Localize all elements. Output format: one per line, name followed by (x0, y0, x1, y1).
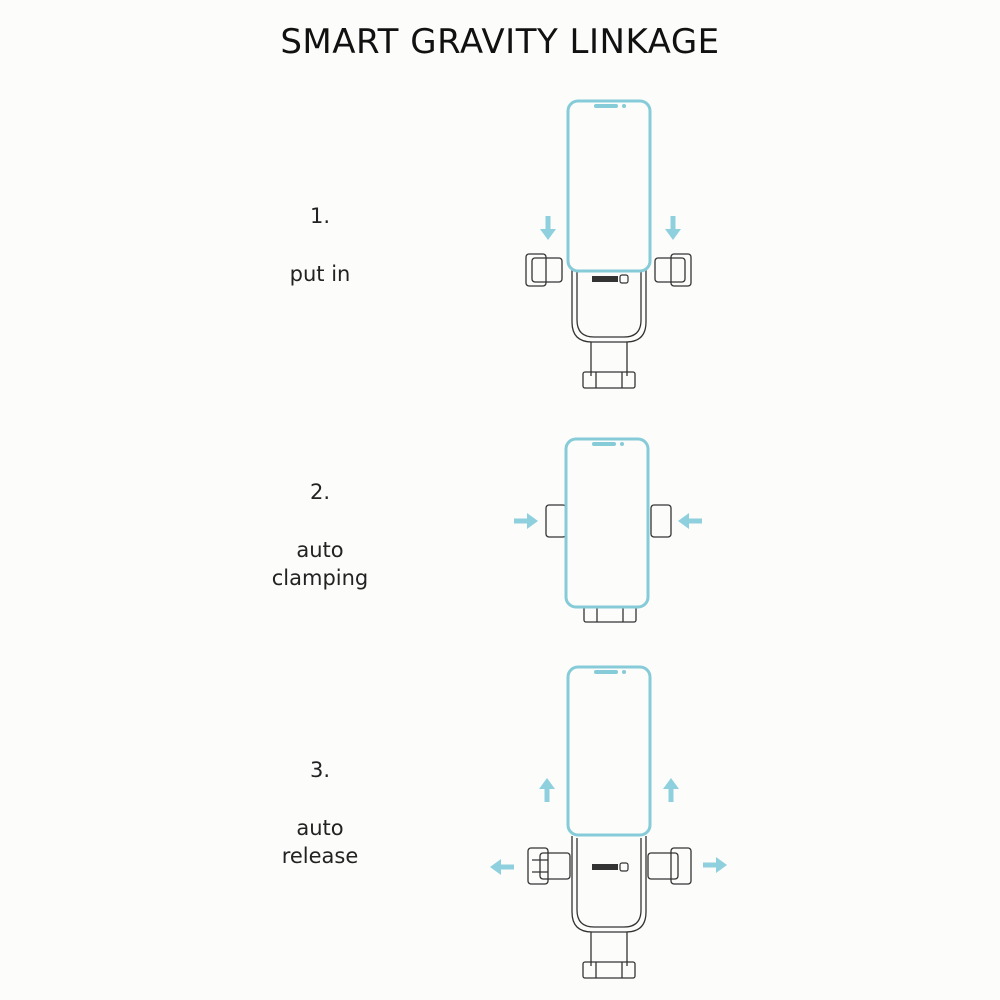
step-3-label: auto release (281, 816, 359, 868)
step-1-brand-logo (592, 276, 618, 282)
step-3-phone-camera (622, 670, 626, 674)
step-2-phone (564, 437, 650, 609)
step-3-arrow-right (703, 857, 727, 873)
step-3-brand-mark (619, 862, 629, 872)
step-1-phone-speaker (594, 104, 618, 108)
step-1-phone-camera (622, 104, 626, 108)
step-3-arrow-left (490, 859, 514, 875)
step-2-label: auto clamping (271, 538, 369, 590)
step-3-phone-speaker (594, 670, 618, 674)
step-1-arrow-down-right (665, 216, 681, 240)
step-3-holder (527, 836, 692, 979)
step-3-number: 3. (309, 758, 331, 782)
step-2-arrow-right (514, 513, 538, 529)
step-3-brand-logo (592, 864, 618, 870)
step-1-holder (525, 253, 692, 389)
step-2-number: 2. (309, 480, 331, 504)
step-1-brand-mark (619, 274, 629, 284)
step-3-arrow-up-right (663, 778, 679, 802)
step-2-phone-camera (620, 442, 624, 446)
page-title: SMART GRAVITY LINKAGE (280, 22, 720, 62)
step-1-phone (566, 99, 652, 273)
step-1-label: put in (289, 262, 351, 286)
step-3-arrow-up-left (539, 778, 555, 802)
step-2-phone-speaker (592, 442, 616, 446)
step-2-arrow-left (678, 513, 702, 529)
step-1-number: 1. (309, 204, 331, 228)
step-3-phone (566, 665, 652, 837)
step-1-arrow-down-left (540, 216, 556, 240)
